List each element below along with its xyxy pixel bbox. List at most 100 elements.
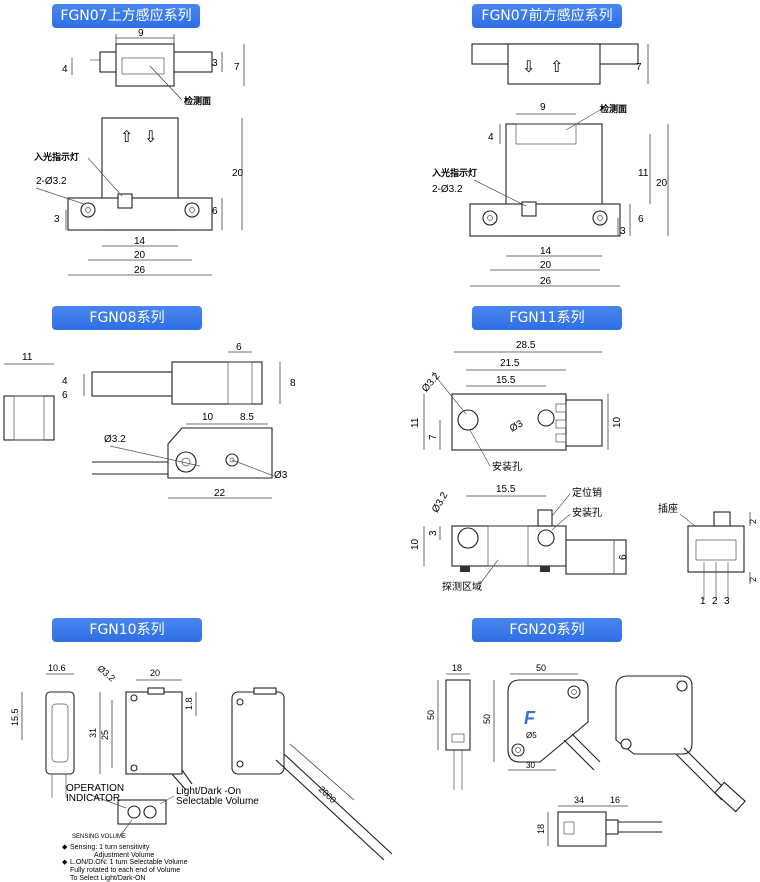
fgn10-dim-d3-2: Ø3.2 <box>96 663 117 683</box>
fgn07-front-dim-6: 6 <box>638 214 644 225</box>
fgn11-pin-1: 1 <box>700 596 706 607</box>
fgn07-top-indicator-label: 入光指示灯 <box>33 151 79 162</box>
title-fgn20: FGN20系列 <box>472 618 622 642</box>
fgn07-front-dim-11: 11 <box>638 168 649 179</box>
fgn11-detect-area-label: 探测区域 <box>442 580 482 593</box>
fgn20-letter: F <box>524 708 536 728</box>
fgn11-mount-hole-label: 安装孔 <box>492 460 522 473</box>
fgn10-end-view <box>45 691 75 775</box>
fgn11-dim-28-5: 28.5 <box>516 340 536 351</box>
fgn08-dim-d3-2: Ø3.2 <box>104 434 126 445</box>
fgn10-note-bullet-1: ◆ <box>62 844 68 851</box>
fgn11-dim-3: 3 <box>428 530 439 536</box>
fgn10-dim-1-8: 1.8 <box>184 697 194 710</box>
fgn10-dim-10-6: 10.6 <box>48 663 66 673</box>
fgn08-dim-8-5: 8.5 <box>240 412 254 423</box>
fgn10-body-front <box>125 691 183 775</box>
fgn10-note-1: Sensing: 1 turn sensitivity <box>70 844 150 851</box>
fgn07-front-detect-face-label: 检测面 <box>600 103 627 114</box>
arrow-down-icon: ⇩ <box>144 129 157 146</box>
fgn11-dim-2: 2 <box>748 519 758 524</box>
fgn07-top-dim-20: 20 <box>232 168 244 179</box>
fgn20-dim-34: 34 <box>574 795 584 805</box>
fgn10-indicator-label: INDICATOR <box>66 793 120 804</box>
fgn11-dim-10b: 10 <box>410 538 421 550</box>
fgn07-top-dim-3: 3 <box>212 58 218 69</box>
fgn11-dim-21-5: 21.5 <box>500 358 520 369</box>
arrow-up-icon: ⇧ <box>120 129 133 146</box>
fgn07-front-dim-14: 14 <box>540 246 552 257</box>
fgn11-drawing: 28.5 21.5 15.5 Ø3.2 Ø3 11 7 10 安装孔 15.5 … <box>410 340 758 607</box>
fgn20-dim-d5: Ø5 <box>526 731 537 740</box>
fgn20-dim-50w: 50 <box>536 663 546 673</box>
fgn20-front-view <box>507 679 589 763</box>
fgn07-top-dim-6: 6 <box>212 206 218 217</box>
fgn10-note-4: Fully rotated to each end of Volume <box>70 867 180 874</box>
fgn11-mount-hole-label-2: 安装孔 <box>572 506 602 519</box>
fgn11-pin-2: 2 <box>712 596 718 607</box>
fgn07-front-dim-26: 26 <box>540 276 552 287</box>
fgn10-note-3: L.ON/D.ON: 1 turn Selectable Volume <box>70 859 188 866</box>
fgn11-dim-6: 6 <box>618 554 629 560</box>
fgn08-dim-8: 8 <box>290 378 296 389</box>
fgn07-top-body <box>115 43 175 87</box>
fgn08-body-side <box>171 361 263 405</box>
fgn20-dim-50: 50 <box>426 710 436 720</box>
fgn10-light-dark-label-1: Light/Dark -On <box>176 786 241 797</box>
fgn07-front-body-top <box>507 43 601 85</box>
fgn07-top-dim-3b: 3 <box>54 214 60 225</box>
fgn07-top-dim-4: 4 <box>62 64 68 75</box>
title-fgn07-top: FGN07上方感应系列 <box>52 4 200 28</box>
fgn11-dim-10: 10 <box>612 416 623 428</box>
fgn20-side-view <box>445 679 471 751</box>
fgn07-top-detect-face-label: 检测面 <box>184 95 211 106</box>
fgn07-top-dim-9: 9 <box>138 28 144 39</box>
fgn10-operation-label: OPERATION <box>66 783 124 794</box>
fgn07-front-dim-20w: 20 <box>540 260 552 271</box>
fgn11-dim-d3-2: Ø3.2 <box>420 371 443 395</box>
fgn10-top-panel <box>117 799 167 825</box>
fgn08-dim-6: 6 <box>236 342 242 353</box>
fgn08-dim-6v: 6 <box>62 390 68 401</box>
arrow-up-icon-2: ⇧ <box>550 59 563 76</box>
fgn10-dim-25: 25 <box>100 730 110 740</box>
fgn11-dim-2b: 2 <box>748 577 758 582</box>
fgn11-pin-3: 3 <box>724 596 730 607</box>
fgn07-top-dim-26: 26 <box>134 265 146 276</box>
fgn10-dim-15-5: 15.5 <box>10 708 20 726</box>
fgn07-top-dim-20w: 20 <box>134 250 146 261</box>
fgn11-dim-15-5b: 15.5 <box>496 484 516 495</box>
fgn10-sensing-volume-label: SENSING VOLUME <box>72 834 126 840</box>
fgn07-top-dim-7: 7 <box>234 62 240 73</box>
fgn20-dim-18h: 18 <box>536 824 546 834</box>
fgn07-front-dim-20: 20 <box>656 178 668 189</box>
fgn10-dim-2000: 2000 <box>317 784 338 805</box>
fgn11-dim-7: 7 <box>428 434 439 440</box>
fgn07-front-dim-9: 9 <box>540 102 546 113</box>
fgn20-dim-16: 16 <box>610 795 620 805</box>
fgn10-note-5: To Select Light/Dark-ON <box>70 875 145 882</box>
fgn10-note-bullet-2: ◆ <box>62 859 68 866</box>
fgn08-cable <box>91 371 173 397</box>
fgn10-dim-31: 31 <box>88 728 98 738</box>
fgn08-dim-11: 11 <box>22 352 33 363</box>
fgn10-drawing: 10.6 15.5 20 Ø3.2 31 25 1.8 2000 OPERATI… <box>10 663 393 882</box>
fgn20-drawing: 18 50 50 F 50 Ø5 30 34 16 18 <box>426 663 746 847</box>
fgn11-dim-15-5: 15.5 <box>496 375 516 386</box>
fgn10-dim-20: 20 <box>150 668 160 678</box>
fgn07-front-indicator-label: 入光指示灯 <box>431 167 477 178</box>
fgn20-dim-50h: 50 <box>482 714 492 724</box>
fgn11-locating-pin-label: 定位销 <box>572 486 602 499</box>
fgn10-light-dark-label-2: Selectable Volume <box>176 796 259 807</box>
fgn11-socket-label: 插座 <box>658 502 678 515</box>
fgn08-drawing: 11 6 8 4 6 10 8.5 Ø3.2 Ø3 22 <box>3 342 296 499</box>
fgn07-front-dim-4: 4 <box>488 132 494 143</box>
title-fgn08: FGN08系列 <box>52 306 202 330</box>
title-fgn10: FGN10系列 <box>52 618 202 642</box>
fgn07-front-dim-3: 3 <box>620 226 626 237</box>
fgn08-end-view <box>3 395 55 441</box>
fgn08-dim-d3: Ø3 <box>274 470 288 481</box>
fgn08-dim-22: 22 <box>214 488 226 499</box>
fgn11-dim-11: 11 <box>410 417 421 428</box>
